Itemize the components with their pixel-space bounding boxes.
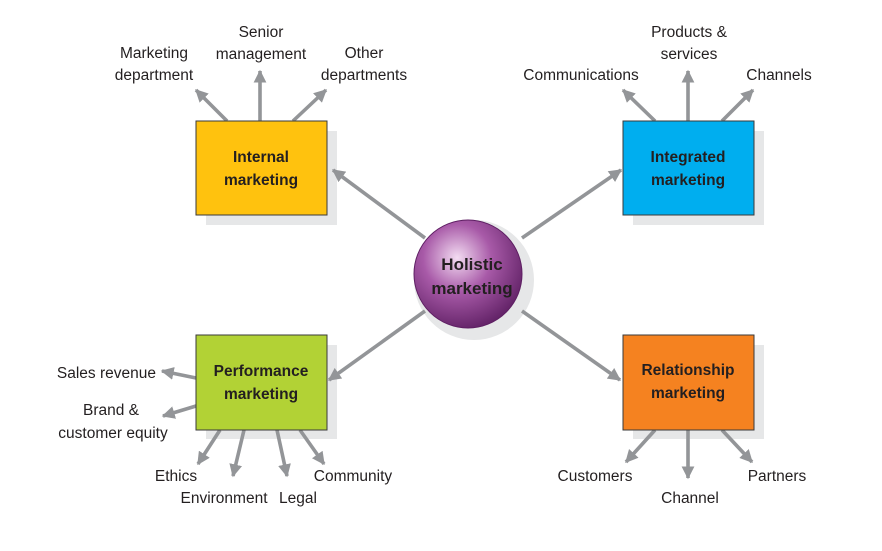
- label-channels: Channels: [746, 67, 812, 84]
- holistic-marketing-hub: [413, 219, 523, 329]
- label-sales-revenue: Sales revenue: [57, 365, 156, 382]
- arrow-channels: [720, 88, 755, 123]
- label-brand-equity-1: Brand &: [83, 402, 140, 419]
- hub-arrows: [327, 168, 623, 382]
- relationship-arrows: [624, 428, 754, 480]
- integrated-marketing-box: [622, 120, 755, 216]
- internal-marketing-label-2: marketing: [224, 172, 298, 189]
- label-senior-management-2: management: [216, 46, 307, 63]
- hub-label-1: Holistic: [441, 255, 502, 274]
- arrow-customers: [624, 428, 657, 464]
- integrated-marketing-label-1: Integrated: [651, 149, 726, 166]
- internal-marketing-box: [195, 120, 328, 216]
- label-channel: Channel: [661, 490, 719, 507]
- performance-marketing-label-2: marketing: [224, 386, 298, 403]
- label-partners: Partners: [748, 468, 807, 485]
- label-other-departments-1: Other: [345, 45, 384, 62]
- arrow-to-relationship: [520, 309, 622, 382]
- internal-marketing-label-1: Internal: [233, 149, 289, 166]
- label-communications: Communications: [523, 67, 639, 84]
- arrow-partners: [720, 428, 754, 464]
- arrow-to-integrated: [520, 168, 623, 240]
- arrow-brand-equity: [161, 404, 197, 419]
- arrow-community: [298, 428, 326, 466]
- label-brand-equity-2: customer equity: [58, 425, 168, 442]
- label-community: Community: [314, 468, 393, 485]
- relationship-marketing-label-1: Relationship: [641, 362, 734, 379]
- label-other-departments-2: departments: [321, 67, 407, 84]
- integrated-marketing-label-2: marketing: [651, 172, 725, 189]
- hub-label-2: marketing: [431, 279, 512, 298]
- internal-arrows: [194, 69, 328, 123]
- arrow-ethics: [196, 429, 222, 466]
- arrow-communications: [621, 88, 657, 123]
- label-marketing-department-1: Marketing: [120, 45, 188, 62]
- performance-marketing-label-1: Performance: [214, 363, 309, 380]
- arrow-legal: [275, 429, 291, 478]
- arrow-environment: [229, 429, 246, 478]
- label-marketing-department-2: department: [115, 67, 194, 84]
- arrow-other-departments: [291, 88, 328, 123]
- label-ethics: Ethics: [155, 468, 197, 485]
- relationship-marketing-box: [622, 334, 755, 431]
- relationship-marketing-label-2: marketing: [651, 385, 725, 402]
- arrow-marketing-department: [194, 88, 229, 123]
- performance-marketing-box: [195, 334, 328, 431]
- label-customers: Customers: [558, 468, 633, 485]
- arrow-sales-revenue: [160, 367, 197, 380]
- label-products-services-2: services: [661, 46, 718, 63]
- label-environment: Environment: [180, 490, 268, 507]
- integrated-arrows: [621, 69, 755, 123]
- label-senior-management-1: Senior: [239, 24, 284, 41]
- arrow-to-internal: [331, 168, 427, 240]
- label-products-services-1: Products &: [651, 24, 727, 41]
- label-legal: Legal: [279, 490, 317, 507]
- arrow-to-performance: [327, 309, 427, 382]
- performance-arrows: [160, 367, 326, 478]
